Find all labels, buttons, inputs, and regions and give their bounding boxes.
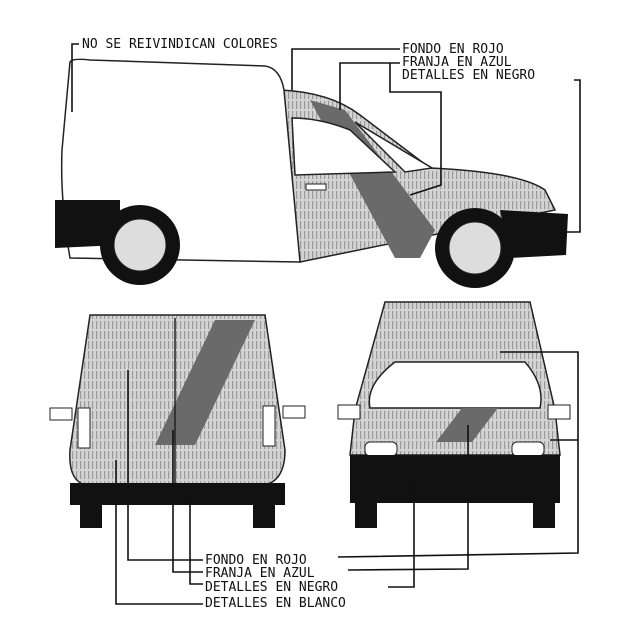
front-bumper — [500, 210, 568, 258]
left-mirror — [49, 407, 73, 421]
label-bottom-detalles-negro: DETALLES EN NEGRO — [205, 580, 338, 595]
side-view-van — [55, 58, 568, 288]
front-windshield — [368, 361, 542, 409]
right-taillight — [262, 405, 276, 447]
rear-hubcap — [113, 218, 167, 272]
front-right-mirror — [547, 404, 571, 420]
rear-left-tire — [80, 500, 102, 528]
top-leader-lines — [71, 43, 581, 233]
left-taillight — [77, 407, 91, 449]
rear-right-tire — [253, 500, 275, 528]
label-top-fondo-rojo: FONDO EN ROJO — [402, 42, 504, 57]
label-bottom-franja-azul: FRANJA EN AZUL — [205, 566, 315, 581]
windshield — [354, 121, 435, 173]
front-bumper-black — [350, 455, 560, 503]
rear-bumper-black — [70, 483, 285, 505]
bottom-leader-lines — [115, 351, 579, 605]
label-bottom-fondo-rojo: FONDO EN ROJO — [205, 553, 307, 568]
right-headlight — [511, 441, 545, 457]
front-stripe — [436, 408, 498, 442]
door-handle — [305, 183, 327, 191]
front-hubcap — [448, 221, 502, 275]
rear-view-van — [49, 314, 306, 528]
label-top-franja-azul: FRANJA EN AZUL — [402, 55, 512, 70]
front-left-tire — [355, 500, 377, 528]
label-top-detalles-negro: DETALLES EN NEGRO — [402, 68, 535, 83]
label-bottom-detalles-blanco: DETALLES EN BLANCO — [205, 596, 346, 611]
rear-stripe — [155, 320, 255, 445]
cab-window — [291, 117, 397, 176]
left-headlight — [364, 441, 398, 457]
label-no-colors-claimed: NO SE REIVINDICAN COLORES — [82, 37, 278, 52]
front-left-mirror — [337, 404, 361, 420]
right-mirror — [282, 405, 306, 419]
front-right-tire — [533, 500, 555, 528]
front-view-van — [337, 301, 571, 528]
